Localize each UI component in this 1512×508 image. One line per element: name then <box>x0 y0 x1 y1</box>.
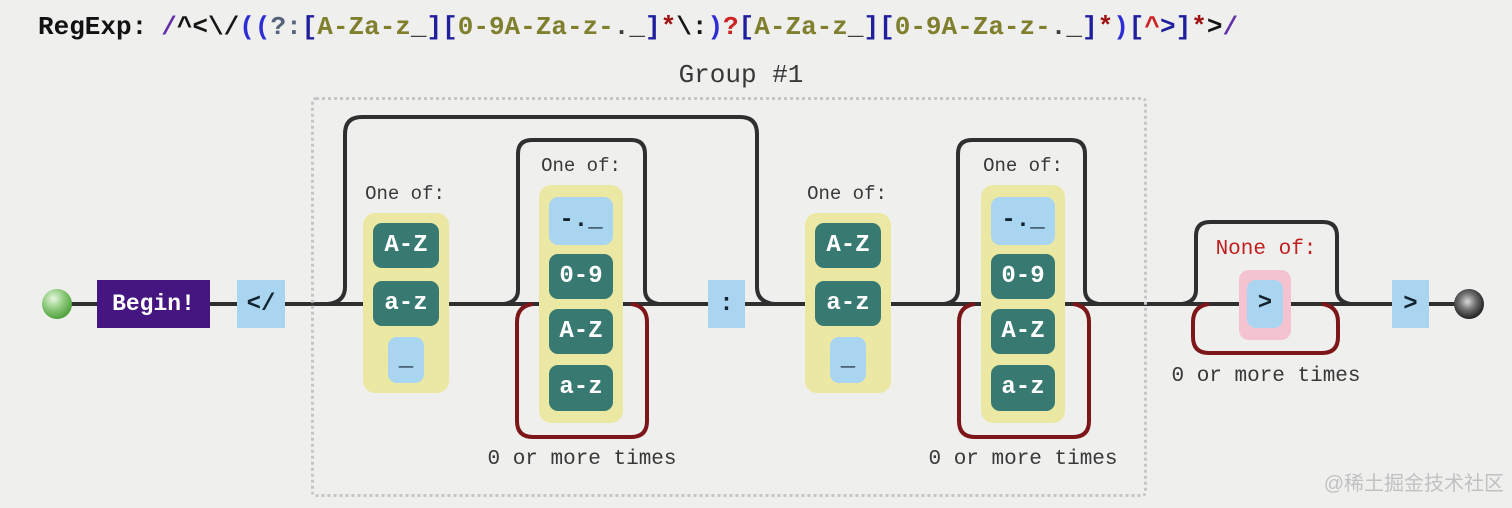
charclass1-item-literal: _ <box>388 337 424 383</box>
charclass2-label: One of: <box>541 155 621 177</box>
charclass2-item-literal: -._ <box>549 197 613 245</box>
charclass4-item-range: a-z <box>991 365 1055 411</box>
literal-gt-box: > <box>1392 280 1429 328</box>
literal-open-tag-box: </ <box>237 280 285 328</box>
charclass2-item-range: 0-9 <box>549 254 613 299</box>
noneof-label: None of: <box>1215 238 1317 261</box>
charclass2-repeat-label: 0 or more times <box>487 448 677 471</box>
charclass3-label: One of: <box>807 183 887 205</box>
charclass1-label: One of: <box>365 183 445 205</box>
literal-colon-box: : <box>708 280 745 328</box>
begin-box: Begin! <box>97 280 210 328</box>
noneof-repeat-label: 0 or more times <box>1171 365 1361 388</box>
charclass2-item-range: a-z <box>549 365 613 411</box>
charclass3-item-range: A-Z <box>815 223 881 268</box>
charclass4-item-literal: -._ <box>991 197 1055 245</box>
repeat-loop-noneof <box>1191 302 1340 355</box>
charclass2-item-range: A-Z <box>549 309 613 354</box>
noneof-item-literal: > <box>1247 280 1283 328</box>
charclass3-item-literal: _ <box>830 337 866 383</box>
charclass1-item-range: a-z <box>373 281 439 326</box>
charclass4-repeat-label: 0 or more times <box>928 448 1118 471</box>
regex-header: RegExp: /^<\/((?:[A-Za-z_][0-9A-Za-z-._]*… <box>38 12 1238 42</box>
end-node <box>1454 289 1484 319</box>
repeat-loop-class4 <box>957 302 1091 439</box>
charclass3-item-range: a-z <box>815 281 881 326</box>
regex-label: RegExp: <box>38 12 148 42</box>
skip-path-class4 <box>943 138 1100 306</box>
start-node <box>42 289 72 319</box>
skip-path-class2 <box>503 138 660 306</box>
skip-path-noneof <box>1181 220 1352 306</box>
capture-group-title: Group #1 <box>678 60 804 90</box>
charclass4-item-range: 0-9 <box>991 254 1055 299</box>
capture-group-outline <box>311 97 1147 497</box>
watermark: @稀土掘金技术社区 <box>1323 473 1504 495</box>
regex-pattern: /^<\/((?:[A-Za-z_][0-9A-Za-z-._]*\:)?[A-… <box>161 12 1239 42</box>
charclass4-label: One of: <box>983 155 1063 177</box>
charclass4-item-range: A-Z <box>991 309 1055 354</box>
optional-group-skip-path <box>327 115 775 306</box>
charclass1-item-range: A-Z <box>373 223 439 268</box>
repeat-loop-class2 <box>515 302 649 439</box>
